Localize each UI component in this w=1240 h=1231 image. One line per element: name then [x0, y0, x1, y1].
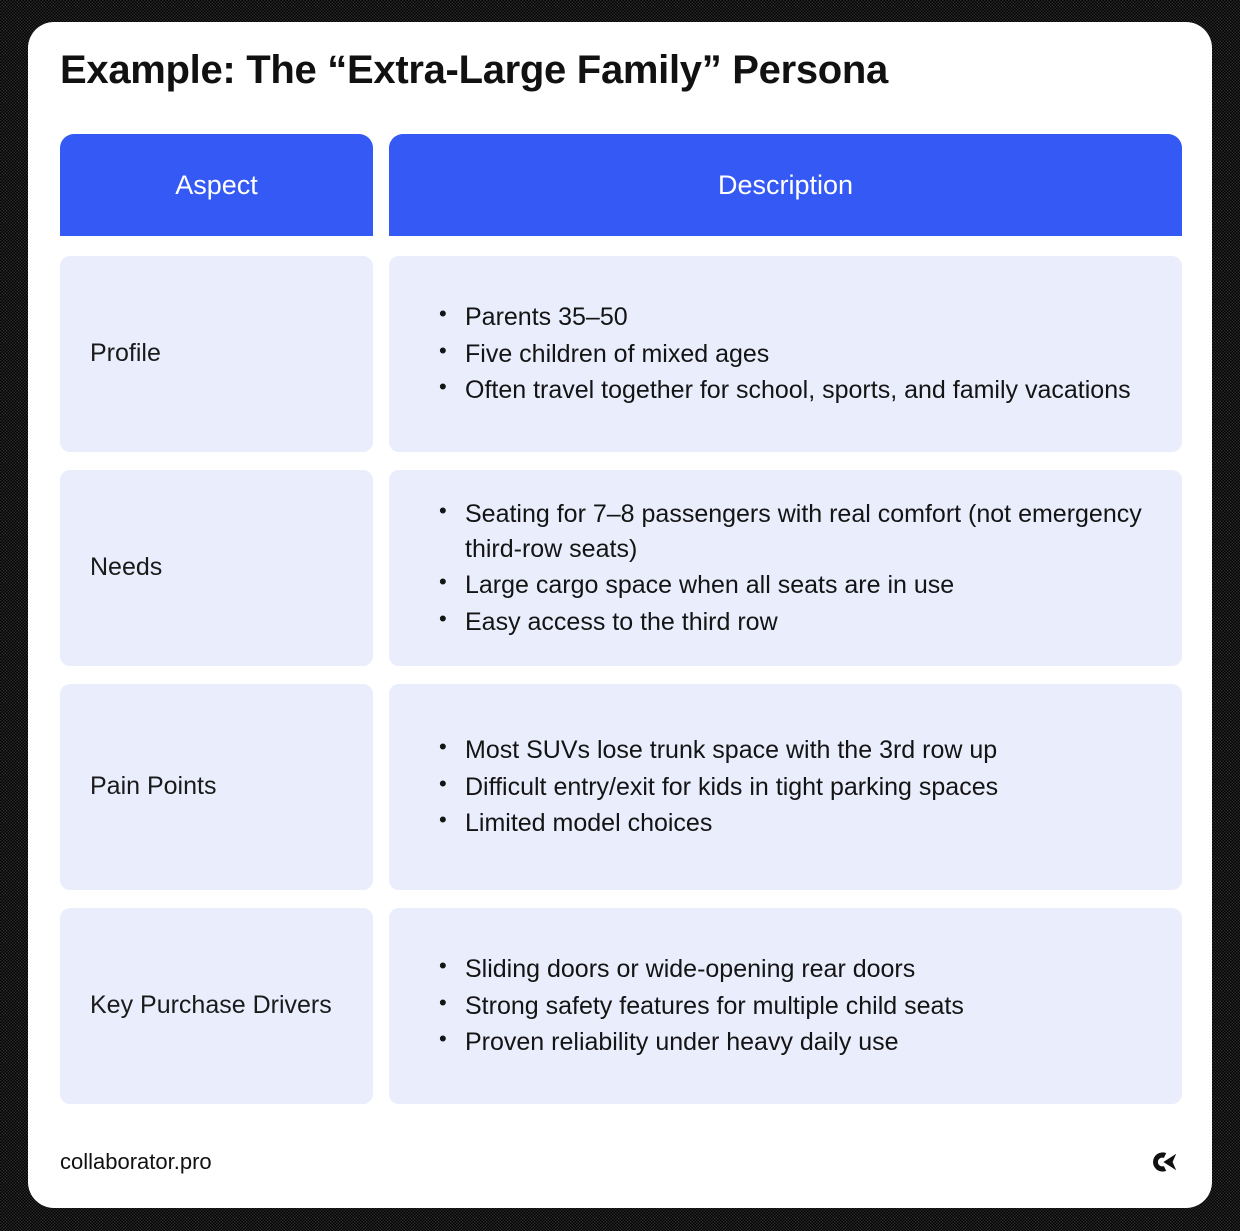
table-row: Needs Seating for 7–8 passengers with re… [60, 470, 1182, 666]
footer-site-name: collaborator.pro [60, 1149, 212, 1174]
list-item: Five children of mixed ages [437, 336, 1142, 372]
aspect-label: Pain Points [60, 684, 373, 890]
page-title: Example: The “Extra-Large Family” Person… [60, 48, 888, 92]
column-header-description: Description [389, 134, 1182, 236]
list-item: Often travel together for school, sports… [437, 372, 1142, 408]
list-item: Difficult entry/exit for kids in tight p… [437, 769, 1142, 805]
list-item: Seating for 7–8 passengers with real com… [437, 496, 1142, 566]
list-item: Limited model choices [437, 805, 1142, 841]
list-item: Proven reliability under heavy daily use [437, 1024, 1142, 1060]
description-cell: Parents 35–50 Five children of mixed age… [389, 256, 1182, 452]
table-row: Key Purchase Drivers Sliding doors or wi… [60, 908, 1182, 1104]
list-item: Parents 35–50 [437, 299, 1142, 335]
collaborator-logo-icon [1146, 1145, 1180, 1179]
bullet-list: Sliding doors or wide-opening rear doors… [437, 951, 1142, 1060]
footer: collaborator.pro [60, 1142, 1180, 1182]
table-row: Profile Parents 35–50 Five children of m… [60, 256, 1182, 452]
list-item: Strong safety features for multiple chil… [437, 988, 1142, 1024]
persona-table: Aspect Description Profile Parents 35–50… [60, 134, 1182, 1104]
list-item: Easy access to the third row [437, 604, 1142, 640]
content-card: Example: The “Extra-Large Family” Person… [28, 22, 1212, 1208]
list-item: Most SUVs lose trunk space with the 3rd … [437, 732, 1142, 768]
description-cell: Seating for 7–8 passengers with real com… [389, 470, 1182, 666]
list-item: Large cargo space when all seats are in … [437, 567, 1142, 603]
description-cell: Sliding doors or wide-opening rear doors… [389, 908, 1182, 1104]
list-item: Sliding doors or wide-opening rear doors [437, 951, 1142, 987]
table-row: Pain Points Most SUVs lose trunk space w… [60, 684, 1182, 890]
bullet-list: Parents 35–50 Five children of mixed age… [437, 299, 1142, 408]
aspect-label: Key Purchase Drivers [60, 908, 373, 1104]
table-header-row: Aspect Description [60, 134, 1182, 236]
aspect-label: Profile [60, 256, 373, 452]
bullet-list: Most SUVs lose trunk space with the 3rd … [437, 732, 1142, 841]
description-cell: Most SUVs lose trunk space with the 3rd … [389, 684, 1182, 890]
aspect-label: Needs [60, 470, 373, 666]
column-header-aspect: Aspect [60, 134, 373, 236]
bullet-list: Seating for 7–8 passengers with real com… [437, 496, 1142, 640]
